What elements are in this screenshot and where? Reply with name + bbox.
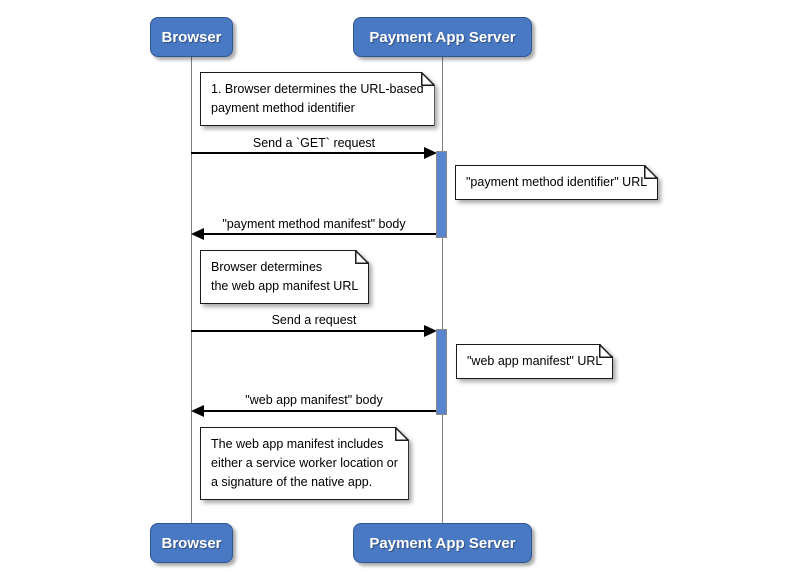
lifeline-payment-app-server xyxy=(441,57,443,523)
note-body: "web app manifest" URL xyxy=(456,344,613,379)
note-line: "payment method identifier" URL xyxy=(466,175,648,189)
note-line: the web app manifest URL xyxy=(211,279,359,293)
message-line xyxy=(204,233,436,235)
message-label: Send a `GET` request xyxy=(252,136,376,150)
message-line xyxy=(204,410,436,412)
note-line: payment method identifier xyxy=(211,101,355,115)
note: 1. Browser determines the URL-based paym… xyxy=(200,72,435,126)
actor-box-payment-app-server-top: Payment App Server xyxy=(353,17,532,57)
note-body: 1. Browser determines the URL-based paym… xyxy=(200,72,435,126)
actor-label: Payment App Server xyxy=(369,28,516,46)
lifeline-browser xyxy=(190,57,192,523)
note-line: either a service worker location or xyxy=(211,456,398,470)
note-fold-icon xyxy=(644,165,659,179)
activation-bar xyxy=(436,151,447,238)
message-label: Send a request xyxy=(271,313,357,327)
actor-label: Payment App Server xyxy=(369,534,516,552)
note-body: Browser determines the web app manifest … xyxy=(200,250,369,304)
note-body: "payment method identifier" URL xyxy=(455,165,658,200)
activation-bar xyxy=(436,329,447,415)
note-fold-icon xyxy=(355,250,370,264)
note-line: Browser determines xyxy=(211,260,323,274)
note: "web app manifest" URL xyxy=(456,344,614,379)
note-fold-icon xyxy=(394,427,409,441)
message-line xyxy=(191,152,425,154)
note-line: The web app manifest includes xyxy=(211,437,384,451)
note: Browser determines the web app manifest … xyxy=(200,250,370,304)
note-body: The web app manifest includes either a s… xyxy=(200,427,409,500)
note-line: "web app manifest" URL xyxy=(467,354,603,368)
message-label: "payment method manifest" body xyxy=(222,217,406,231)
actor-box-payment-app-server-bottom: Payment App Server xyxy=(353,523,532,563)
note-fold-icon xyxy=(420,72,435,86)
actor-label: Browser xyxy=(161,534,222,552)
arrowhead-icon xyxy=(191,228,204,240)
note-line: a signature of the native app. xyxy=(211,475,373,489)
note: "payment method identifier" URL xyxy=(455,165,659,200)
actor-label: Browser xyxy=(161,28,222,46)
note-line: 1. Browser determines the URL-based xyxy=(211,82,424,96)
arrowhead-icon xyxy=(424,147,437,159)
actor-box-browser-bottom: Browser xyxy=(150,523,233,563)
actor-box-browser-top: Browser xyxy=(150,17,233,57)
message-line xyxy=(191,330,425,332)
arrowhead-icon xyxy=(424,325,437,337)
note-fold-icon xyxy=(599,344,614,358)
note: The web app manifest includes either a s… xyxy=(200,427,409,500)
message-label: "web app manifest" body xyxy=(245,393,383,407)
arrowhead-icon xyxy=(191,405,204,417)
